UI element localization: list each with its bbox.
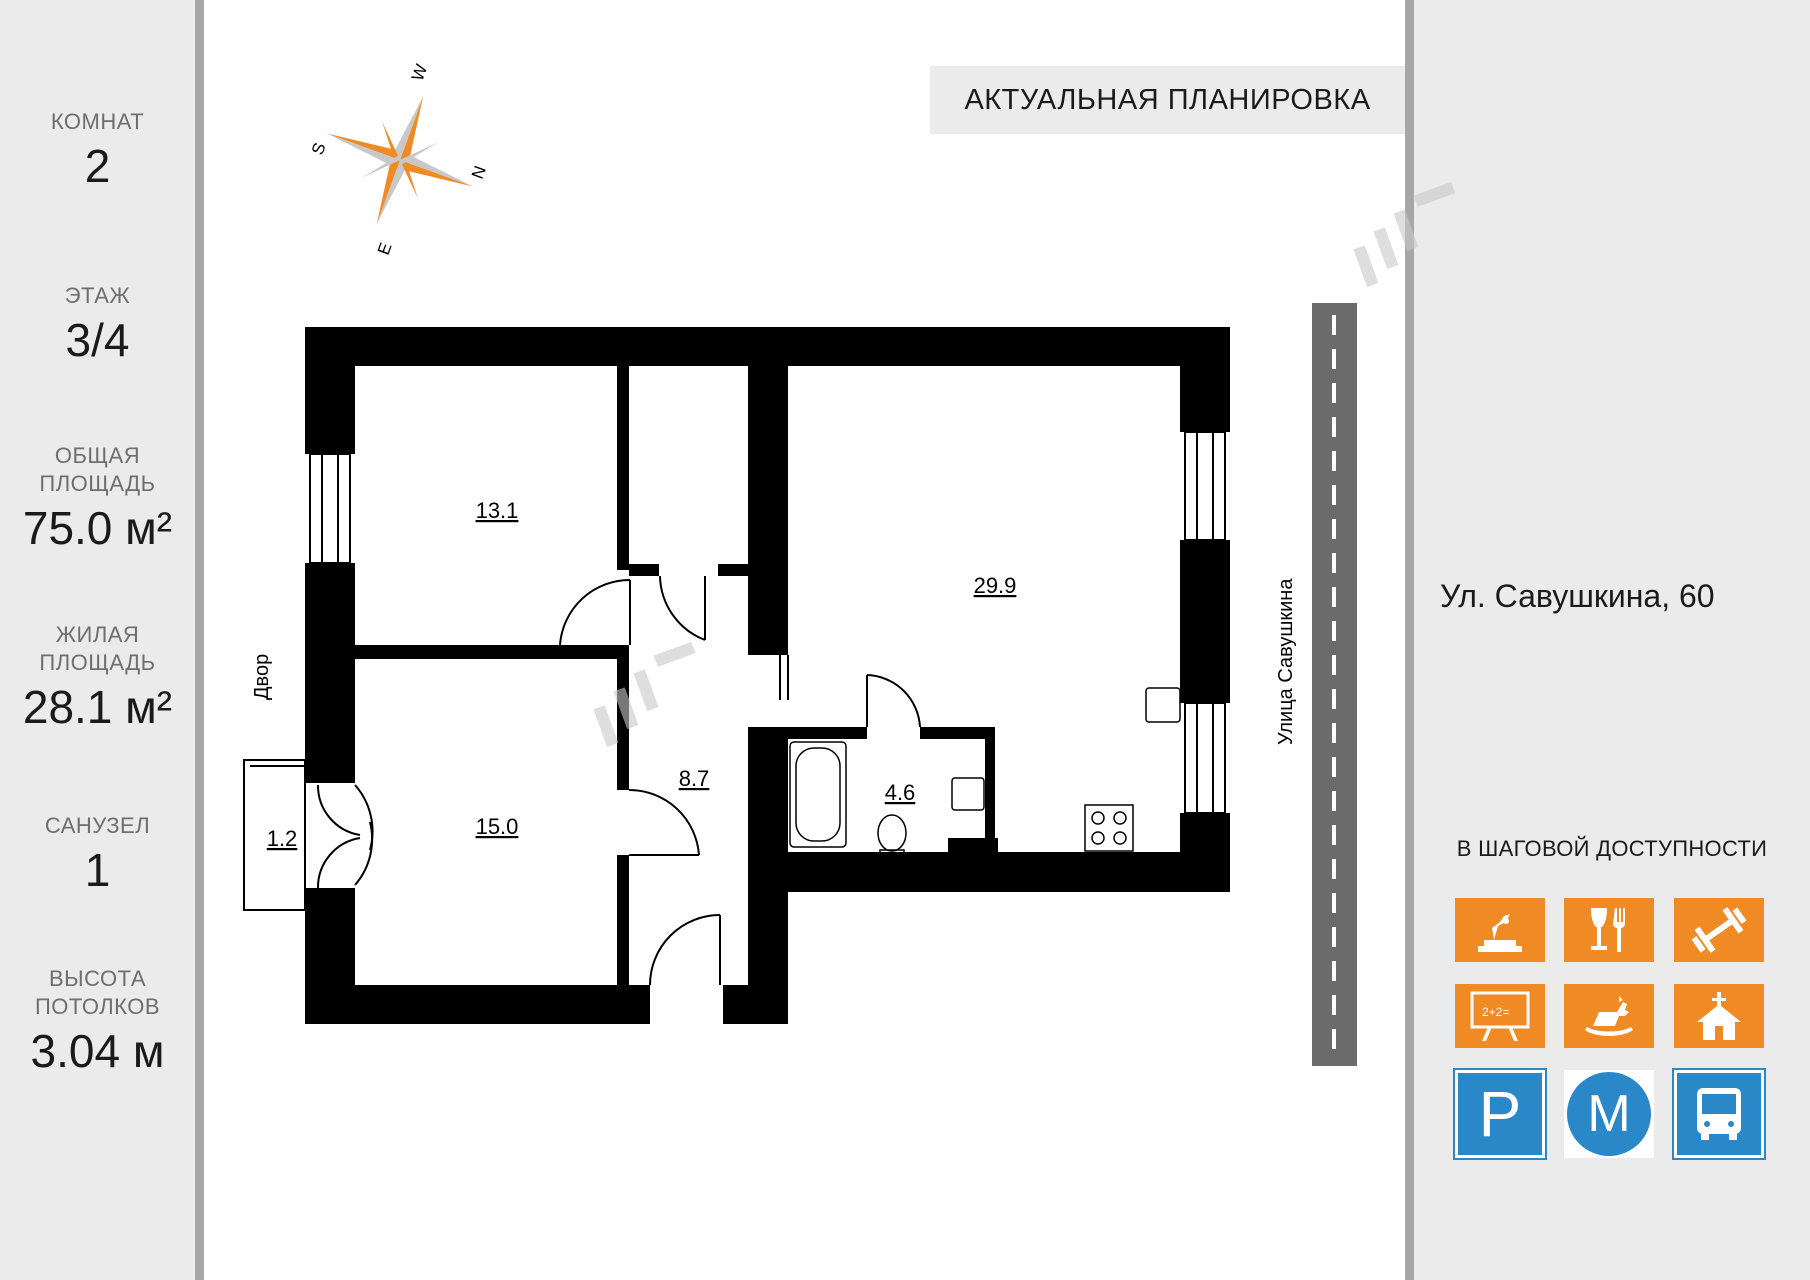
church-icon [1674,984,1764,1048]
stat-value: 28.1 м² [22,681,173,733]
stat-bathroom: САНУЗЕЛ 1 [0,812,195,898]
plan-title: АКТУАЛЬНАЯ ПЛАНИРОВКА [930,66,1405,134]
fixtures [789,687,1181,861]
monument-icon [1455,898,1545,962]
yard-label: Двор [251,654,273,700]
bathtub-icon [789,741,847,848]
stat-label: ЭТАЖ [64,283,131,308]
room-area-hall: 8.7 [679,766,710,791]
metro-glyph: M [1587,1085,1631,1143]
location-sidebar [1414,0,1810,1280]
compass-n: N [468,163,490,181]
parking-icon: P [1455,1070,1545,1158]
room-area-living: 29.9 [974,573,1017,598]
room-area-balcony: 1.2 [267,826,298,851]
room-area-bedroom-bottom: 15.0 [476,814,519,839]
walls [305,327,1230,1024]
street-label: Улица Савушкина [1275,578,1297,745]
stat-label: ЖИЛАЯ ПЛОЩАДЬ [39,622,156,675]
stat-living-area: ЖИЛАЯ ПЛОЩАДЬ 28.1 м² [0,621,195,735]
windows [243,431,1226,911]
stat-total-area: ОБЩАЯ ПЛОЩАДЬ 75.0 м² [0,442,195,556]
stat-value: 2 [84,140,111,192]
bus-icon [1674,1070,1764,1158]
room-area-bedroom-top: 13.1 [476,498,519,523]
parking-glyph: P [1478,1078,1522,1150]
watermark-logo-icon [593,181,1456,747]
walking-distance-title: В ШАГОВОЙ ДОСТУПНОСТИ [1456,836,1768,861]
room-area-bath: 4.6 [885,780,916,805]
stat-value: 1 [84,844,111,896]
street-road [1312,303,1357,1066]
stat-value: 75.0 м² [22,502,173,554]
compass-e: E [374,240,396,257]
svg-text:2+2=: 2+2= [1482,1005,1509,1019]
restaurant-icon [1564,898,1654,962]
stat-label: КОМНАТ [50,109,145,134]
school-icon: 2+2= [1455,984,1545,1048]
stat-label: ВЫСОТА ПОТОЛКОВ [34,966,161,1019]
right-divider [1405,0,1414,1280]
kitchen-sink-icon [1145,687,1181,723]
stat-value: 3.04 м [30,1025,165,1077]
metro-icon: M [1564,1070,1654,1158]
stat-rooms: КОМНАТ 2 [0,108,195,194]
address: Ул. Савушкина, 60 [1440,578,1715,614]
compass-w: W [408,62,431,84]
stat-floor: ЭТАЖ 3/4 [0,282,195,368]
stat-value: 3/4 [65,314,130,366]
doors [316,575,921,986]
gym-icon [1674,898,1764,962]
sink-icon [951,777,985,811]
stat-label: ОБЩАЯ ПЛОЩАДЬ [39,443,156,496]
info-sidebar [0,0,195,1280]
left-divider [195,0,204,1280]
kindergarten-icon [1564,984,1654,1048]
stove-icon [1084,804,1134,852]
compass-rose-icon: W S N E [308,62,490,258]
compass-s: S [308,140,330,157]
stat-ceiling-height: ВЫСОТА ПОТОЛКОВ 3.04 м [0,965,195,1079]
toilet-icon [877,814,907,852]
stat-label: САНУЗЕЛ [44,813,151,838]
